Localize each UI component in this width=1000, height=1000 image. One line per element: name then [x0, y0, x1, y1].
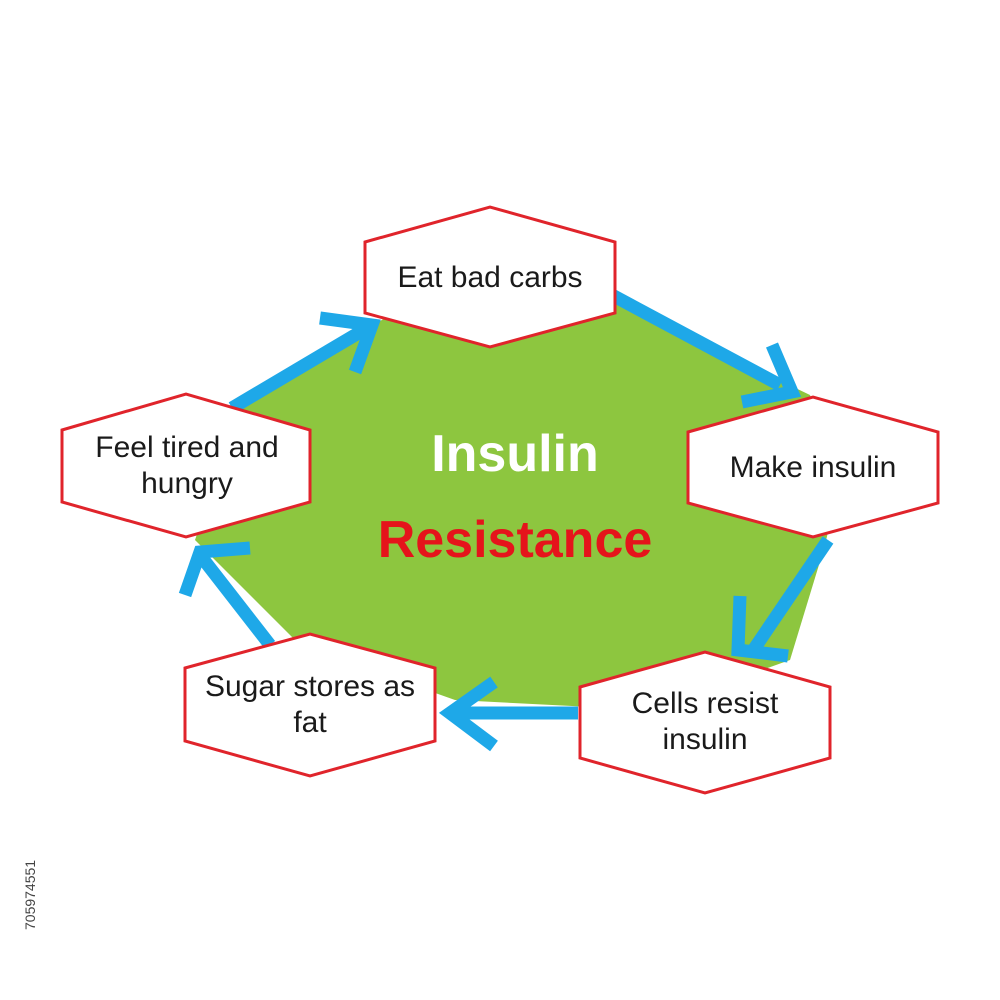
node-shape-eat-bad-carbs: [363, 205, 617, 349]
node-label-sugar-stores-as-fat: Sugar stores as fat: [204, 670, 416, 739]
arrow-feel-to-eat: [228, 311, 381, 414]
node-shape-sugar-stores-as-fat: [183, 632, 437, 778]
node-shape-feel-tired-and-hungry: [60, 392, 312, 539]
arrow-eat-to-make: [608, 289, 802, 409]
stock-image-id: 705974551: [22, 859, 38, 930]
node-label-cells-resist-insulin: Cells resist insulin: [631, 687, 779, 756]
arrow-make-to-cells: [731, 536, 834, 663]
center-title-resistance: Resistance: [377, 511, 653, 569]
node-shape-cells-resist-insulin: [578, 650, 832, 795]
arrow-cells-to-sugar: [438, 676, 578, 752]
node-label-feel-tired-and-hungry: Feel tired and hungry: [95, 431, 279, 500]
node-shape-make-insulin: [686, 395, 940, 539]
node-label-make-insulin: Make insulin: [729, 450, 897, 484]
node-label-eat-bad-carbs: Eat bad carbs: [397, 260, 583, 294]
center-green-area: [195, 300, 840, 710]
arrow-sugar-to-feel: [178, 541, 276, 649]
center-title-insulin: Insulin: [431, 425, 599, 483]
